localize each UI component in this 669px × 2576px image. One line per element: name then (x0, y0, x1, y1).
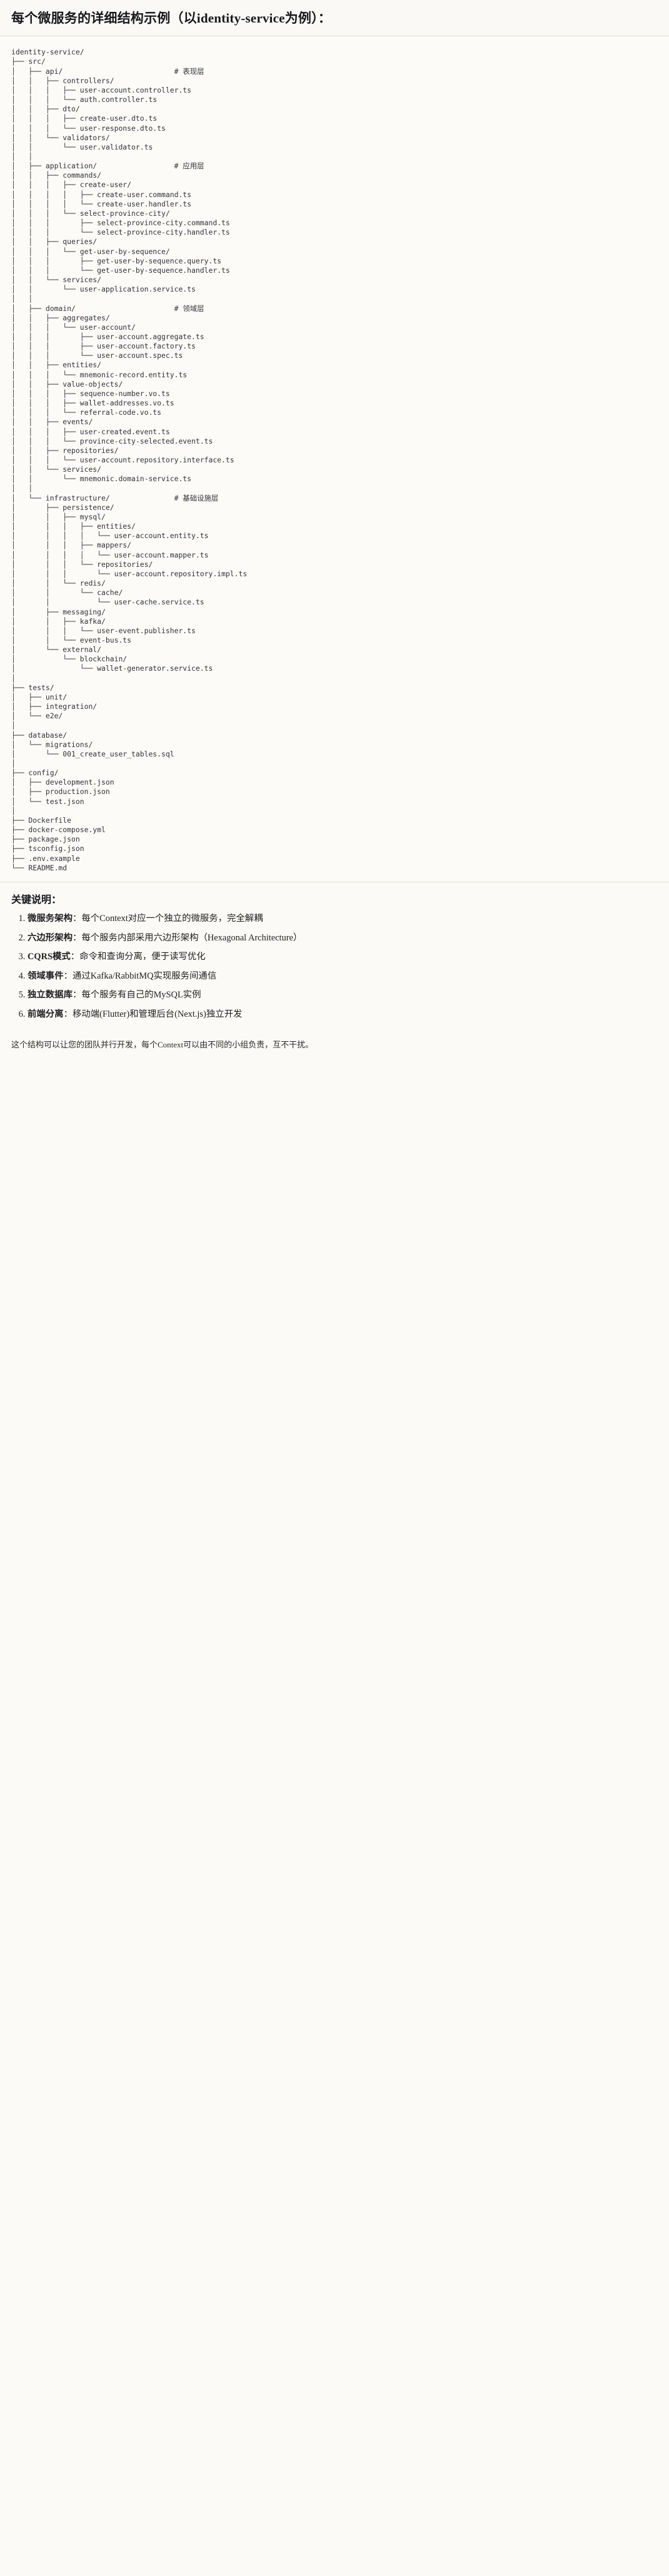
key-point-description: 每个服务有自己的MySQL实例 (81, 990, 201, 1000)
key-point-term: 六边形架构 (28, 932, 73, 943)
key-point-separator: ： (72, 932, 82, 943)
key-point-description: 移动端(Flutter)和管理后台(Next.js)独立开发 (72, 1009, 243, 1019)
key-point-description: 通过Kafka/RabbitMQ实现服务间通信 (72, 970, 217, 981)
key-point-separator: ： (70, 952, 80, 962)
key-point-item: 前端分离：移动端(Flutter)和管理后台(Next.js)独立开发 (28, 1008, 658, 1022)
key-point-item: 独立数据库：每个服务有自己的MySQL实例 (28, 989, 658, 1002)
key-point-separator: ： (63, 970, 73, 981)
key-point-term: 独立数据库 (28, 990, 73, 1000)
key-point-description: 每个服务内部采用六边形架构（Hexagonal Architecture） (81, 932, 303, 943)
page-title: 每个微服务的详细结构示例（以identity-service为例）： (11, 11, 331, 26)
key-point-description: 命令和查询分离，便于读写优化 (79, 952, 206, 962)
document-page: 每个微服务的详细结构示例（以identity-service为例）： ident… (0, 0, 669, 1062)
key-point-separator: ： (63, 1009, 73, 1019)
key-points-section: 关键说明： 微服务架构：每个Context对应一个独立的微服务，完全解耦六边形架… (0, 881, 669, 1034)
key-point-term: 前端分离 (28, 1009, 64, 1019)
key-point-term: 领域事件 (28, 970, 64, 981)
key-points-list: 微服务架构：每个Context对应一个独立的微服务，完全解耦六边形架构：每个服务… (11, 912, 658, 1022)
key-point-item: 六边形架构：每个服务内部采用六边形架构（Hexagonal Architectu… (28, 932, 658, 945)
document-header: 每个微服务的详细结构示例（以identity-service为例）： (0, 0, 669, 37)
key-point-term: CQRS模式 (28, 952, 71, 962)
key-point-separator: ： (72, 913, 82, 924)
key-point-item: CQRS模式：命令和查询分离，便于读写优化 (28, 950, 658, 964)
key-point-separator: ： (72, 990, 82, 1000)
directory-tree: identity-service/ ├── src/ │ ├── api/ # … (11, 48, 248, 872)
key-point-term: 微服务架构 (28, 913, 73, 924)
key-point-item: 领域事件：通过Kafka/RabbitMQ实现服务间通信 (28, 970, 658, 984)
closing-paragraph: 这个结构可以让您的团队并行开发，每个Context可以由不同的小组负责，互不干扰… (11, 1039, 314, 1049)
directory-tree-block: identity-service/ ├── src/ │ ├── api/ # … (0, 36, 669, 882)
key-points-title: 关键说明： (11, 894, 62, 905)
key-point-description: 每个Context对应一个独立的微服务，完全解耦 (81, 913, 263, 924)
key-point-item: 微服务架构：每个Context对应一个独立的微服务，完全解耦 (28, 912, 658, 926)
